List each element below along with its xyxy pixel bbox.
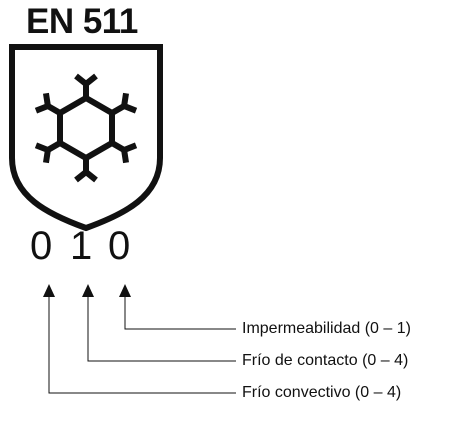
legend-label-waterproofness: Impermeabilidad (0 – 1) — [242, 320, 411, 337]
arrow-up-icon — [82, 284, 94, 297]
rating-digit-contact-cold: 1 — [70, 224, 93, 268]
standard-title: EN 511 — [26, 2, 138, 41]
rating-digit-waterproofness: 0 — [108, 224, 131, 268]
leader-line-convective-cold — [48, 297, 236, 394]
rating-digit-convective-cold: 0 — [30, 224, 53, 268]
legend-label-convective-cold: Frío convectivo (0 – 4) — [242, 384, 402, 401]
leader-line-contact-cold — [87, 297, 236, 362]
arrow-up-icon — [43, 284, 55, 297]
rating-digits: 0 1 0 — [30, 222, 150, 272]
legend-label-contact-cold: Frío de contacto (0 – 4) — [242, 352, 409, 369]
arrow-up-icon — [119, 284, 131, 297]
leader-line-waterproofness — [124, 297, 236, 330]
shield-outline — [9, 44, 163, 232]
snowflake-icon — [34, 73, 138, 183]
